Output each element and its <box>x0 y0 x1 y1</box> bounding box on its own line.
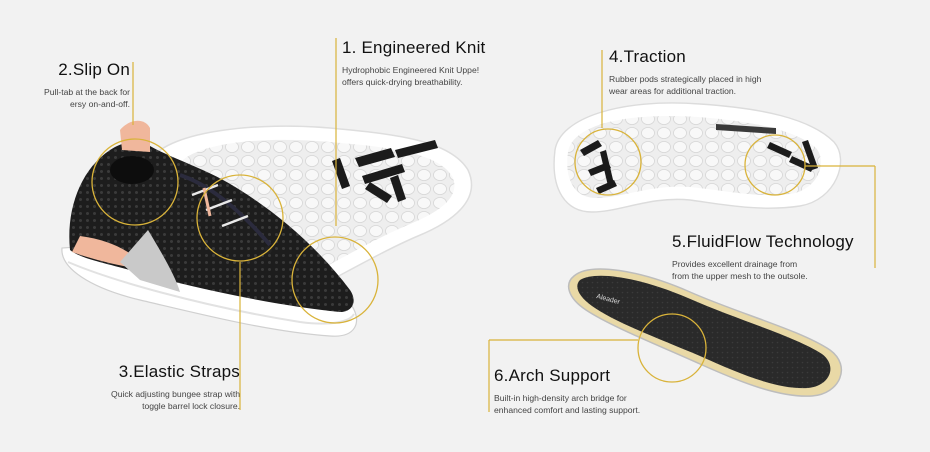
callout-engineered-knit: 1. Engineered Knit Hydrophobic Engineere… <box>342 38 542 88</box>
highlight-circles <box>91 128 806 383</box>
callout-title: 1. Engineered Knit <box>342 38 486 57</box>
callout-description: Quick adjusting bungee strap with toggle… <box>111 389 240 411</box>
fluidflow-highlight <box>744 134 806 196</box>
callout-description: Hydrophobic Engineered Knit Uppe! offers… <box>342 65 480 87</box>
side-shoe-front <box>61 120 358 337</box>
callout-elastic-straps: 3.Elastic Straps Quick adjusting bungee … <box>60 362 240 412</box>
callout-title: 6.Arch Support <box>494 366 611 385</box>
callout-fluidflow: 5.FluidFlow Technology Provides excellen… <box>672 232 872 282</box>
callout-title: 2.Slip On <box>58 60 130 79</box>
callout-description: Provides excellent drainage from from th… <box>672 259 808 281</box>
callout-description: Built-in high-density arch bridge for en… <box>494 393 641 415</box>
traction-highlight <box>574 128 642 196</box>
callout-arch-support: 6.Arch Support Built-in high-density arc… <box>494 366 714 416</box>
callout-title: 5.FluidFlow Technology <box>672 232 854 251</box>
callout-description: Pull-tab at the back for ersy on-and-off… <box>44 87 130 109</box>
callout-traction: 4.Traction Rubber pods strategically pla… <box>609 47 809 97</box>
engineered-knit-highlight <box>291 236 379 324</box>
insole: Aleader <box>567 268 842 397</box>
outsole-top <box>553 102 842 213</box>
callout-title: 3.Elastic Straps <box>118 362 240 381</box>
leader-lines <box>132 38 876 412</box>
slip-on-highlight <box>91 138 179 226</box>
callout-title: 4.Traction <box>609 47 686 66</box>
arch-support-highlight <box>637 313 707 383</box>
elastic-straps-highlight <box>196 174 284 262</box>
callout-slip-on: 2.Slip On Pull-tab at the back for ersy … <box>8 60 130 110</box>
callout-description: Rubber pods strategically placed in high… <box>609 74 762 96</box>
